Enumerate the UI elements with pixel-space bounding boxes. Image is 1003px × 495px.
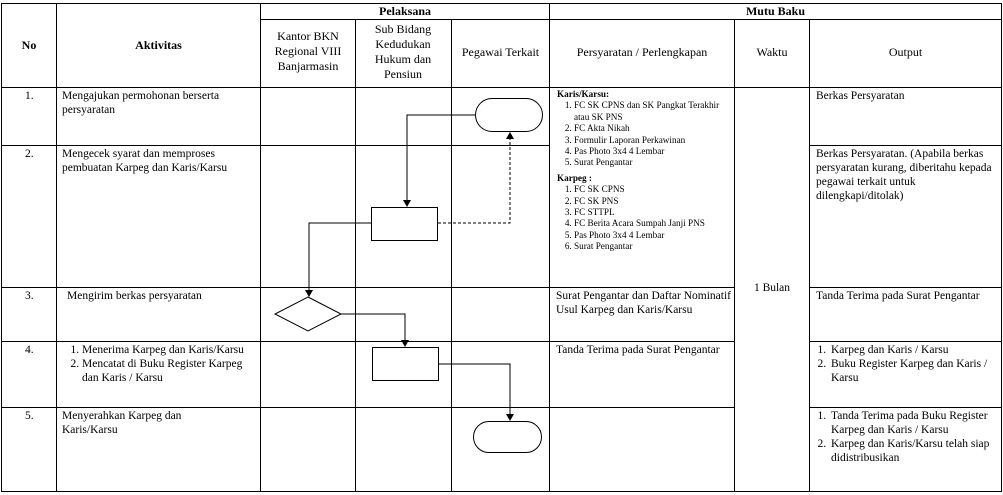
table-border	[1, 3, 1002, 492]
row-4-output-list: Karpeg dan Karis / Karsu Buku Register K…	[816, 343, 1000, 385]
karpeg-item: Surat Pengantar	[574, 241, 732, 252]
row-4-aktivitas-item: Mencatat di Buku Register Karpeg dan Kar…	[82, 357, 256, 385]
karpeg-item: FC SK PNS	[574, 196, 732, 207]
karpeg-item: FC Berita Acara Sumpah Janji PNS	[574, 218, 732, 229]
karpeg-item: Pas Photo 3x4 4 Lembar	[574, 230, 732, 241]
row-5-aktivitas: Menyerahkan Karpeg dan Karis/Karsu	[62, 410, 182, 436]
row-3-aktivitas: Mengirim berkas persyaratan	[67, 290, 202, 302]
start-terminator-shape	[475, 98, 543, 132]
header-no: No	[21, 38, 37, 52]
header-aktivitas: Aktivitas	[135, 38, 182, 52]
header-waktu: Waktu	[756, 45, 788, 59]
header-pegawai-terkait: Pegawai Terkait	[461, 45, 540, 59]
karis-item: FC SK CPNS dan SK Pangkat Terakhir atau …	[574, 100, 732, 123]
karpeg-title: Karpeg :	[557, 172, 592, 183]
karis-item: Formulir Laporan Perkawinan	[574, 135, 732, 146]
end-terminator-shape	[473, 421, 542, 453]
row-4-output-item: Buku Register Karpeg dan Karis / Karsu	[829, 357, 1000, 385]
header-output: Output	[888, 45, 923, 59]
row-1-output: Berkas Persyaratan	[816, 90, 905, 102]
row-4-aktivitas-list: Menerima Karpeg dan Karis/Karsu Mencatat…	[56, 343, 256, 385]
header-mutu-baku: Mutu Baku	[745, 4, 806, 18]
row-3-persyaratan: Surat Pengantar dan Daftar Nominatif Usu…	[556, 290, 731, 316]
header-kantor-bkn: Kantor BKN Regional VIII Banjarmasin	[274, 29, 342, 73]
row-4-no: 4.	[25, 344, 34, 356]
row-1-aktivitas: Mengajukan permohonan berserta persyarat…	[62, 90, 220, 116]
row-4-aktivitas-item: Menerima Karpeg dan Karis/Karsu	[82, 343, 256, 357]
row-5-no: 5.	[25, 410, 34, 422]
requirements-list: Karis/Karsu: FC SK CPNS dan SK Pangkat T…	[557, 89, 732, 253]
header-persyaratan: Persyaratan / Perlengkapan	[576, 45, 708, 59]
row-1-no: 1.	[25, 90, 34, 102]
row-3-no: 3.	[25, 290, 34, 302]
karpeg-item: FC SK CPNS	[574, 184, 732, 195]
waktu-value: 1 Bulan	[753, 282, 791, 294]
row-3-output: Tanda Terima pada Surat Pengantar	[816, 290, 980, 302]
row-2-no: 2.	[25, 148, 34, 160]
row-4-persyaratan: Tanda Terima pada Surat Pengantar	[556, 344, 720, 356]
karis-title: Karis/Karsu:	[557, 89, 610, 99]
row-5-output-item: Tanda Terima pada Buku Register Karpeg d…	[829, 409, 1000, 437]
flow-arrow-check-to-send	[308, 222, 371, 291]
decision-send-shape	[273, 296, 343, 332]
row-4-output-item: Karpeg dan Karis / Karsu	[829, 343, 1000, 357]
flow-arrow-send-to-receive	[341, 313, 406, 341]
row-2-output: Berkas Persyaratan. (Apabila berkas pers…	[816, 148, 992, 202]
row-2-aktivitas: Mengecek syarat dan memproses pembuatan …	[62, 148, 228, 174]
process-receive-shape	[372, 347, 439, 381]
karis-item: Surat Pengantar	[574, 157, 732, 168]
karpeg-item: FC STTPL	[574, 207, 732, 218]
header-sub-bidang: Sub Bidang Kedudukan Hukum dan Pensiun	[374, 22, 432, 81]
flow-arrow-start-to-check	[406, 114, 475, 201]
process-check-shape	[371, 207, 438, 241]
row-5-output-list: Tanda Terima pada Buku Register Karpeg d…	[816, 409, 1000, 465]
row-5-output-item: Karpeg dan Karis/Karsu telah siap didist…	[829, 437, 1000, 465]
flow-arrow-receive-to-end	[439, 363, 511, 415]
flow-arrow-return-dashed	[438, 138, 511, 224]
header-pelaksana: Pelaksana	[378, 4, 431, 18]
karis-item: FC Akta Nikah	[574, 123, 732, 134]
karis-item: Pas Photo 3x4 4 Lembar	[574, 146, 732, 157]
